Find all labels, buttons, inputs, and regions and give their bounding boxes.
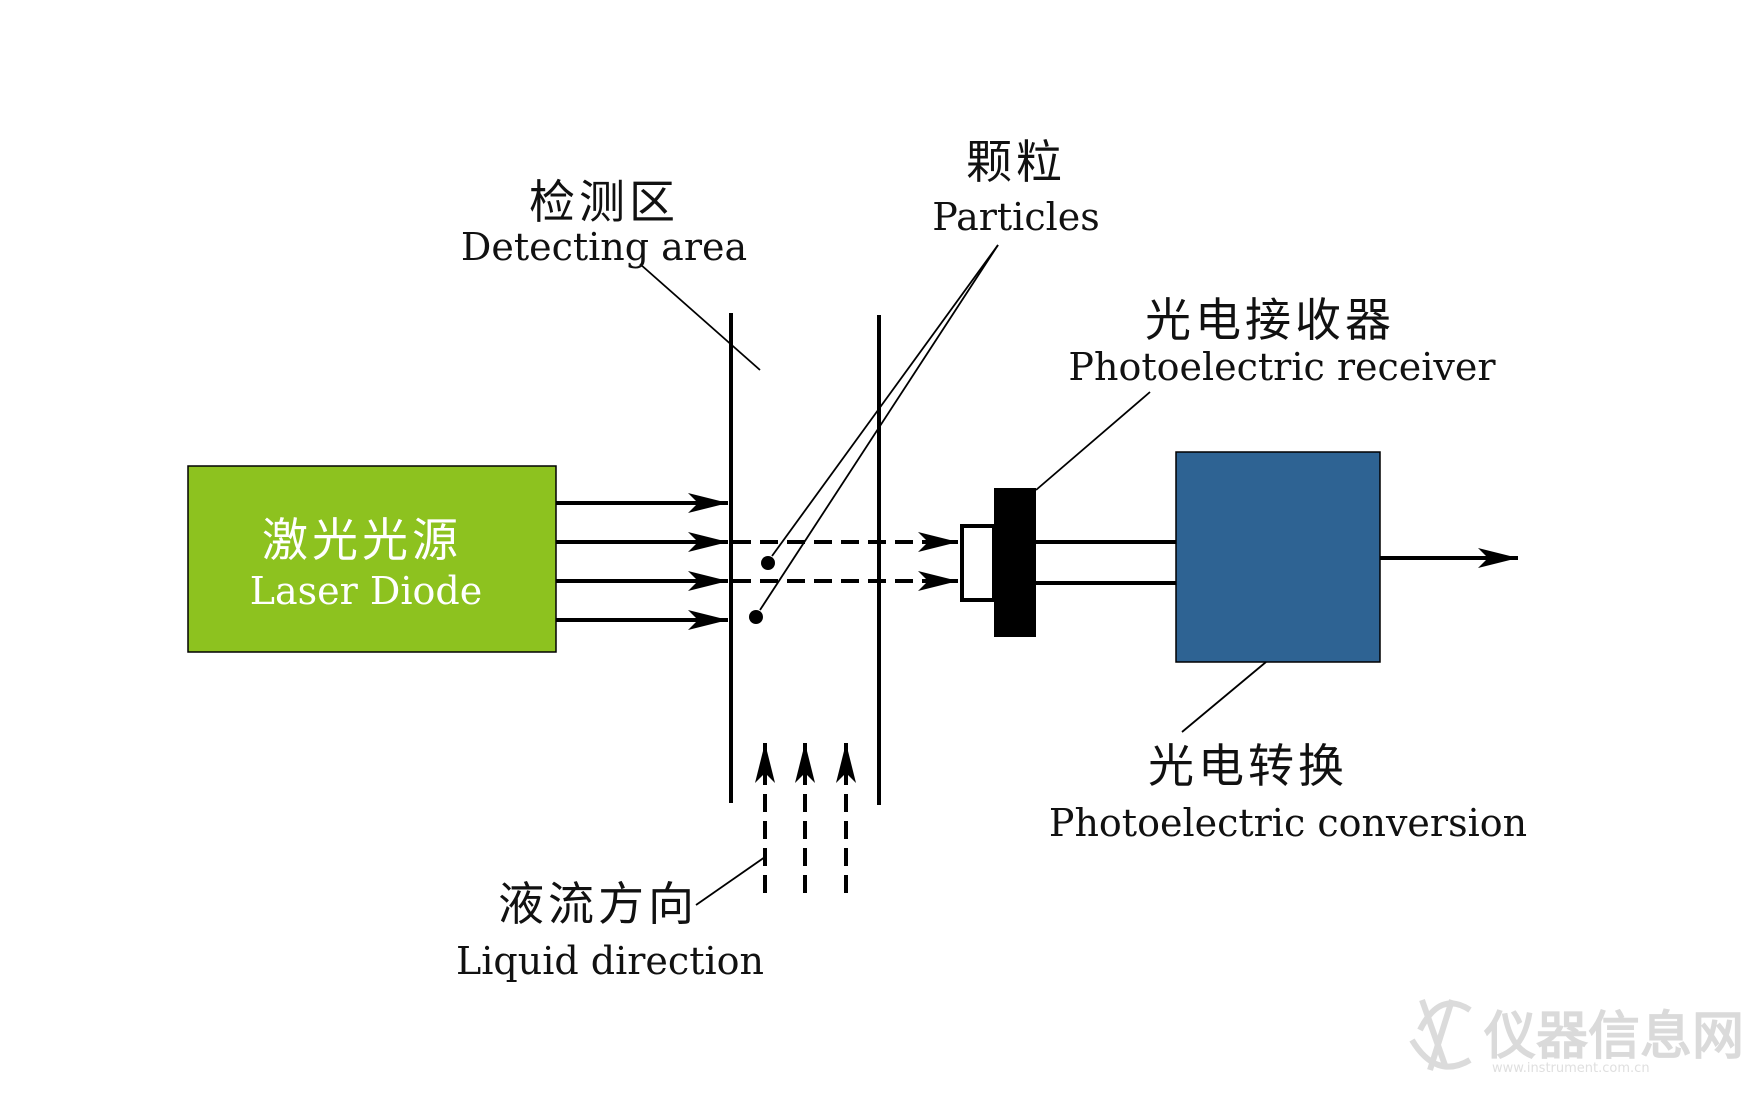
- particles-leader-1: [771, 244, 999, 557]
- watermark-sub: www.instrument.com.cn: [1492, 1061, 1650, 1076]
- scattered-beams: [733, 532, 958, 591]
- laser-beams: [556, 493, 728, 630]
- conversion-leader: [1181, 661, 1267, 733]
- liquid-direction-en: Liquid direction: [456, 939, 764, 983]
- photoelectric-receiver: [994, 488, 1036, 637]
- particles-cn: 颗粒: [966, 135, 1066, 189]
- liquid-leader: [695, 856, 766, 906]
- receiver-leader: [1035, 391, 1151, 491]
- watermark-logo-icon: [1409, 999, 1472, 1071]
- photoelectric-conversion-box: [1175, 451, 1381, 663]
- laser-diode-en: Laser Diode: [250, 569, 482, 613]
- receiver-lens: [960, 524, 996, 602]
- particles-en: Particles: [932, 195, 1100, 239]
- laser-diode-cn: 激光光源: [262, 513, 462, 567]
- receiver-cn: 光电接收器: [1145, 293, 1395, 347]
- detecting-area-leader: [639, 263, 761, 371]
- laser-diode-box: [187, 465, 557, 653]
- watermark: 仪器信息网 www.instrument.com.cn: [1409, 999, 1744, 1076]
- watermark-text: 仪器信息网: [1483, 1007, 1744, 1067]
- liquid-direction-cn: 液流方向: [498, 877, 698, 931]
- particle-2: [749, 610, 763, 624]
- detecting-area-en: Detecting area: [461, 225, 747, 269]
- particle-1: [761, 556, 775, 570]
- receiver-en: Photoelectric receiver: [1068, 345, 1496, 389]
- leader-lines: [639, 244, 1267, 906]
- detecting-area-cn: 检测区: [529, 175, 679, 229]
- conversion-en: Photoelectric conversion: [1049, 801, 1527, 845]
- conversion-cn: 光电转换: [1148, 739, 1348, 793]
- liquid-flow-arrows: [755, 743, 856, 893]
- particles-leader-2: [759, 244, 999, 611]
